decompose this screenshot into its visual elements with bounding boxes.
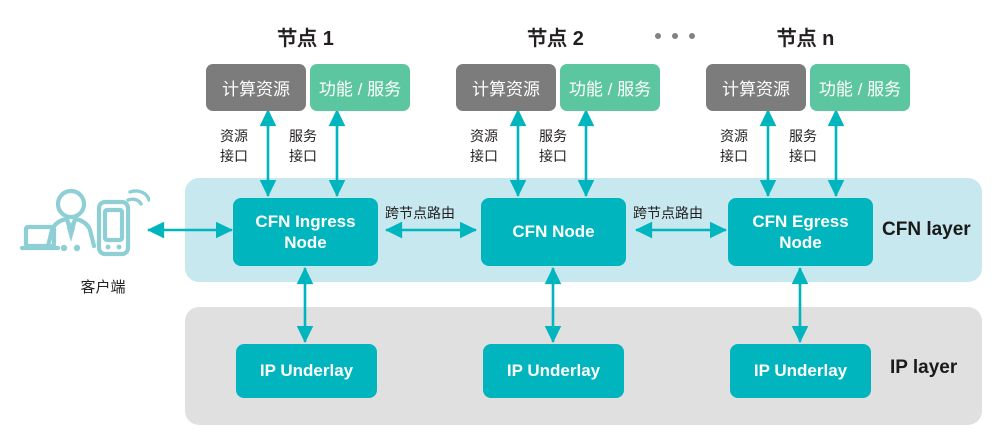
service-interface-line1: 服务 [789,128,817,144]
client-caption: 客户端 [80,279,126,296]
resource-interface-line1: 资源 [470,128,498,144]
service-box-2[interactable]: 功能 / 服务 [560,64,660,111]
ip-underlay-1[interactable]: IP Underlay [236,344,377,398]
service-box-1[interactable]: 功能 / 服务 [310,64,410,111]
resource-interface-line2: 接口 [470,147,498,164]
service-interface-line2: 接口 [789,147,817,164]
ip-layer-label: IP layer [890,357,958,378]
node-title-2: 节点 2 [527,28,584,50]
resource-interface-line1: 资源 [220,128,248,144]
resource-box-1[interactable]: 计算资源 [206,64,306,111]
cfn-node-label-line1: CFN Egress [752,211,849,231]
cfn-node-label-line2: Node [779,233,822,252]
service-interface-line1: 服务 [539,128,567,144]
cfn-ingress-node[interactable]: CFN Ingress Node [233,198,378,266]
service-interface-label-1: 服务 接口 [277,127,329,167]
resource-interface-label-n: 资源 接口 [708,127,760,167]
resource-interface-line2: 接口 [220,147,248,164]
node-title-1: 节点 1 [277,28,334,50]
resource-interface-label-1: 资源 接口 [208,127,260,167]
resource-box-2[interactable]: 计算资源 [456,64,556,111]
cfn-node-label-line2: Node [284,233,327,252]
service-interface-line2: 接口 [539,147,567,164]
service-interface-line1: 服务 [289,128,317,144]
cfn-layer-label: CFN layer [882,219,971,240]
cross-node-route-label-1: 跨节点路由 [385,205,455,221]
service-box-n[interactable]: 功能 / 服务 [810,64,910,111]
ip-underlay-2[interactable]: IP Underlay [483,344,624,398]
service-interface-line2: 接口 [289,147,317,164]
node-title-n: 节点 n [776,28,835,50]
service-interface-label-n: 服务 接口 [777,127,829,167]
cfn-egress-node[interactable]: CFN Egress Node [728,198,873,266]
cfn-node-label-line1: CFN Ingress [255,211,356,231]
resource-box-n[interactable]: 计算资源 [706,64,806,111]
cross-node-route-label-2: 跨节点路由 [633,205,703,221]
client-icon [19,186,151,273]
cfn-node-label-line1: CFN Node [512,222,595,242]
ellipsis-icon [655,33,695,39]
resource-interface-line2: 接口 [720,147,748,164]
ip-underlay-n[interactable]: IP Underlay [730,344,871,398]
resource-interface-label-2: 资源 接口 [458,127,510,167]
service-interface-label-2: 服务 接口 [527,127,579,167]
resource-interface-line1: 资源 [720,128,748,144]
cfn-node-2[interactable]: CFN Node [481,198,626,266]
